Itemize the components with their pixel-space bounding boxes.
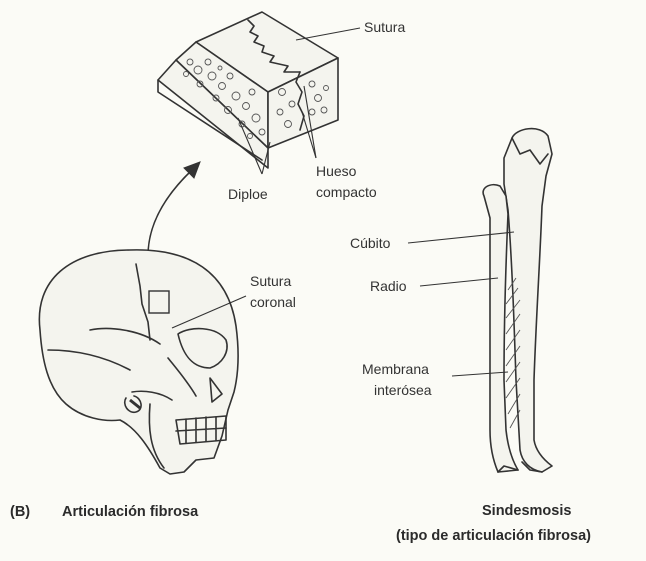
- suture-bone-block: [157, 11, 339, 169]
- label-radio: Radio: [370, 278, 407, 294]
- panel-letter: (B): [10, 504, 30, 520]
- forearm-bones-illustration: [482, 127, 553, 473]
- label-sutura-coronal-line2: coronal: [250, 294, 296, 310]
- arrow-head-icon: [183, 161, 201, 179]
- skull-illustration: [38, 249, 239, 475]
- label-cubito: Cúbito: [350, 235, 391, 251]
- suture-detail-box: [148, 290, 170, 314]
- label-diploe: Diploe: [228, 186, 268, 202]
- caption-sindesmosis: Sindesmosis: [482, 503, 571, 519]
- label-sutura-coronal-line1: Sutura: [250, 273, 291, 289]
- caption-articulacion-fibrosa: Articulación fibrosa: [62, 504, 199, 520]
- label-hueso-line1: Hueso: [316, 163, 357, 179]
- label-membrana-line2: interósea: [374, 382, 432, 398]
- label-membrana-line1: Membrana: [362, 361, 429, 377]
- label-sutura: Sutura: [364, 19, 405, 35]
- label-hueso-line2: compacto: [316, 184, 377, 200]
- caption-tipo-articulacion: (tipo de articulación fibrosa): [396, 528, 591, 544]
